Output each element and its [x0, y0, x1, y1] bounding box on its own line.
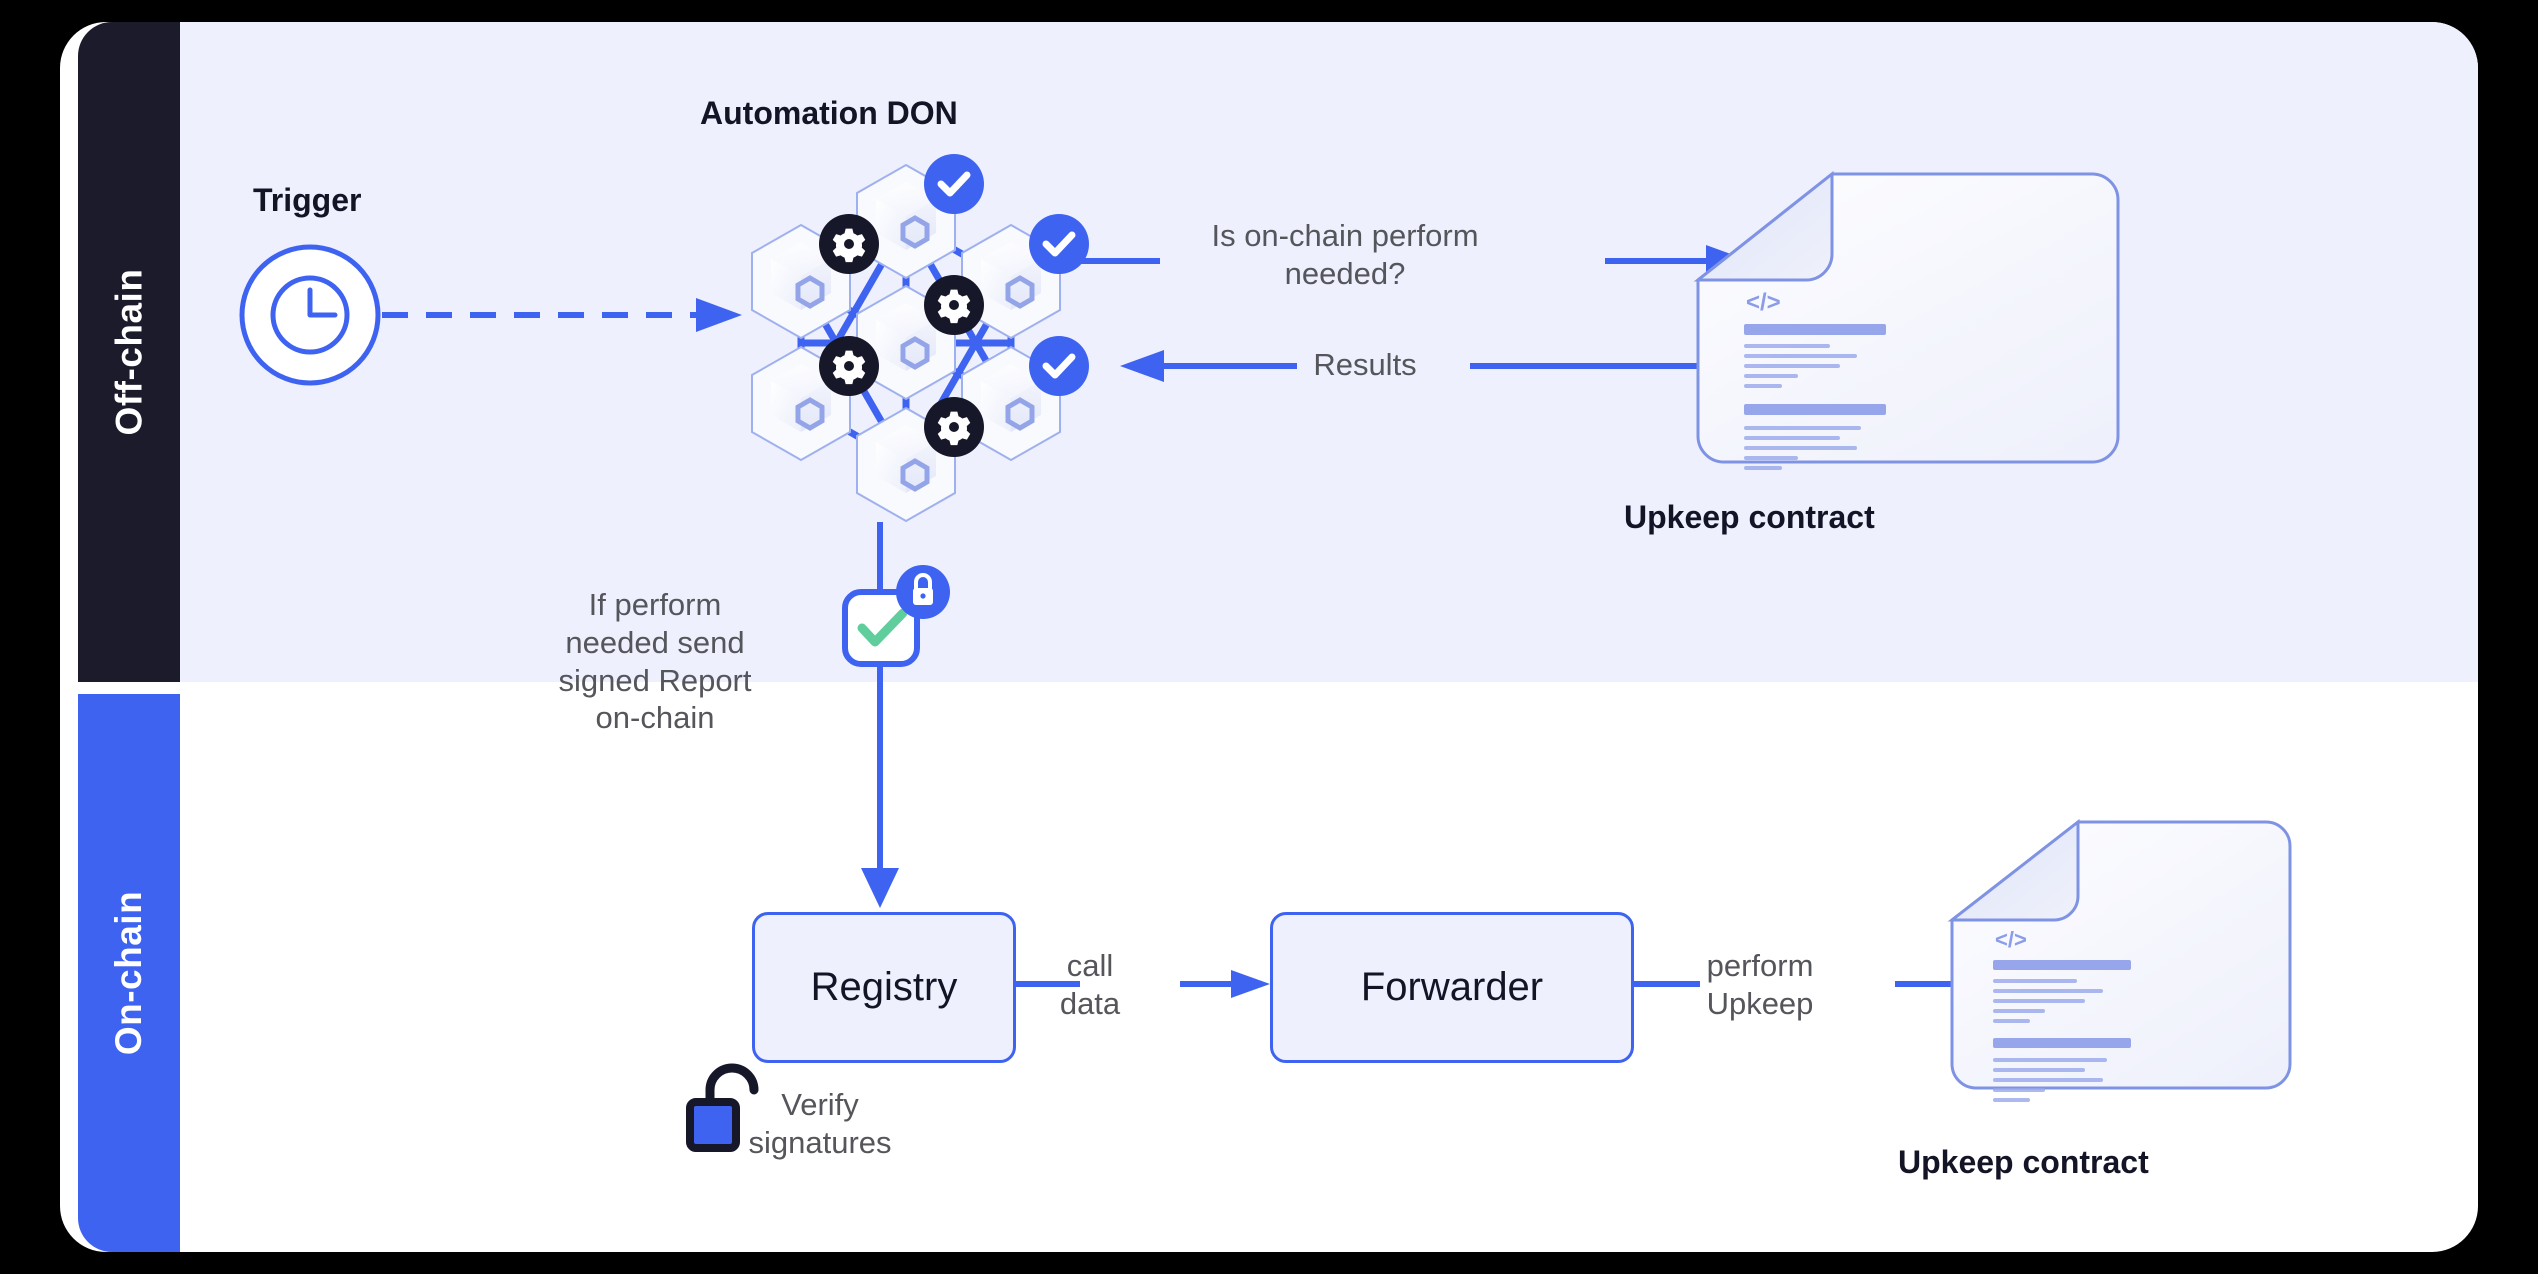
chainlink-cube-icon	[876, 425, 936, 493]
edge-label-verify-signatures: Verify signatures	[748, 1087, 892, 1160]
document-lines	[1993, 960, 2131, 1102]
don-node-upper-right	[961, 214, 1089, 340]
report-to-registry-edge	[861, 664, 899, 908]
diagram-card: Off-chain On-chain	[60, 22, 2478, 1252]
signed-report-node	[842, 522, 950, 667]
results-edge	[1120, 350, 1715, 382]
edge-label-perform-question: Is on-chain perform needed?	[1211, 218, 1479, 291]
automation-don-network	[751, 154, 1089, 523]
upkeep-contract-document-offchain: </>	[1693, 170, 2120, 470]
edge-label-results: Results	[1313, 347, 1417, 382]
upkeep-contract-label-offchain: Upkeep contract	[1624, 499, 1875, 535]
upkeep-contract-label-onchain: Upkeep contract	[1898, 1144, 2149, 1180]
chainlink-cube-icon	[981, 364, 1041, 432]
chainlink-cube-icon	[981, 242, 1041, 310]
document-lines	[1744, 324, 1886, 470]
don-node-center	[856, 275, 984, 401]
lane-tab-on-chain: On-chain	[78, 694, 180, 1252]
trigger-clock-icon	[239, 244, 381, 386]
code-glyph: </>	[1995, 927, 2027, 952]
registry-box[interactable]: Registry	[752, 912, 1016, 1063]
chainlink-cube-icon	[876, 303, 936, 371]
don-node-upper-left	[751, 214, 879, 340]
edge-label-if-perform-needed: If perform needed send signed Report on-…	[558, 587, 752, 736]
trigger-title: Trigger	[253, 182, 362, 218]
don-node-lower-right	[961, 336, 1089, 462]
upkeep-contract-document-onchain: </>	[1947, 818, 2292, 1102]
don-node-bottom	[856, 397, 984, 523]
automation-don-title: Automation DON	[700, 95, 958, 131]
chainlink-cube-icon	[771, 242, 831, 310]
registry-label: Registry	[810, 965, 958, 1009]
chainlink-cube-icon	[876, 182, 936, 250]
don-node-top	[856, 154, 984, 280]
edge-label-perform-upkeep: perform Upkeep	[1706, 948, 1814, 1021]
trigger-to-don-edge	[382, 298, 742, 332]
diagram-vector-layer: </>	[239, 154, 2292, 1152]
don-node-lower-left	[751, 336, 879, 462]
registry-to-forwarder-edge	[1010, 970, 1270, 998]
chainlink-cube-icon	[771, 364, 831, 432]
lane-tab-off-chain: Off-chain	[78, 22, 180, 682]
unlocked-padlock-icon	[686, 1063, 759, 1152]
edge-label-call-data: call data	[1059, 948, 1121, 1021]
forwarder-label: Forwarder	[1360, 965, 1544, 1009]
forwarder-box[interactable]: Forwarder	[1270, 912, 1634, 1063]
code-glyph: </>	[1746, 289, 1781, 316]
